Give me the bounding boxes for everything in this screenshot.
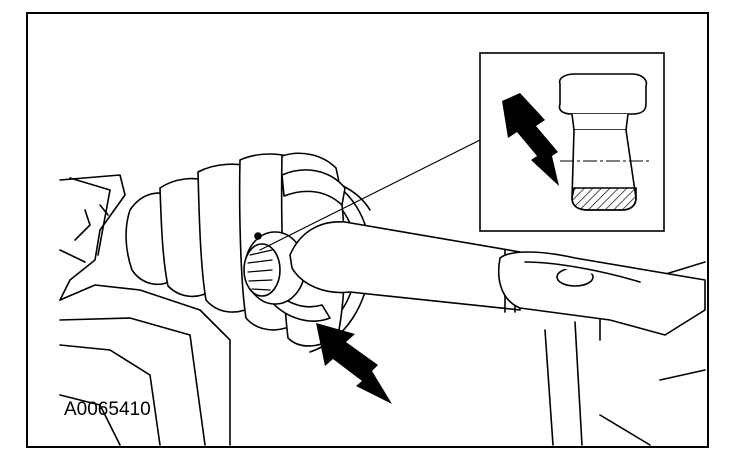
vehicle-structure xyxy=(59,174,231,446)
detail-inset xyxy=(479,52,665,232)
arrow-icon xyxy=(502,93,559,186)
figure-id-label: A0065410 xyxy=(64,399,151,420)
detail-leader-line xyxy=(259,139,481,251)
arrow-icon xyxy=(316,323,392,404)
pry-tool xyxy=(498,251,706,336)
